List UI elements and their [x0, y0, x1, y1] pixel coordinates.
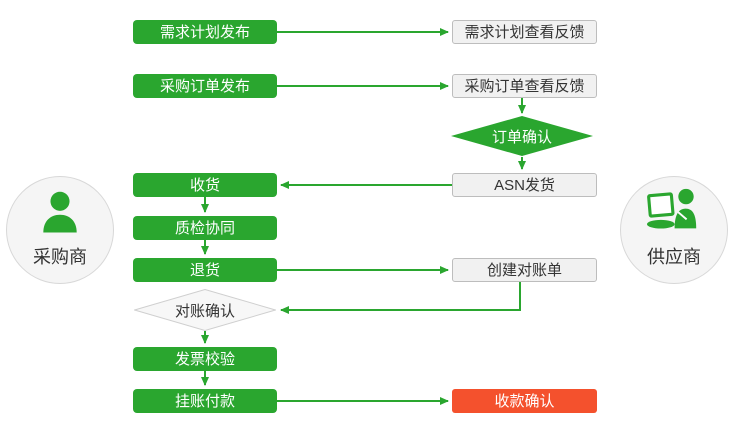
node-label: 收款确认: [494, 392, 555, 410]
node-invoice-verification: 发票校验: [133, 347, 277, 371]
node-label: 发票校验: [174, 350, 235, 368]
node-quality-inspection: 质检协同: [133, 216, 277, 240]
node-return-goods: 退货: [133, 258, 277, 282]
actor-supplier: 供应商: [620, 176, 728, 284]
node-label: ASN发货: [494, 176, 555, 194]
diamond-shape: [134, 289, 276, 331]
actor-supplier-label: 供应商: [647, 247, 701, 267]
node-reconciliation-confirm-decision: 对账确认: [134, 289, 276, 331]
node-label: 对账确认: [174, 302, 235, 320]
node-purchase-order-feedback: 采购订单查看反馈: [452, 74, 597, 98]
node-label: 采购订单查看反馈: [464, 77, 585, 95]
node-demand-plan-release: 需求计划发布: [133, 20, 277, 44]
node-purchase-order-release: 采购订单发布: [133, 74, 277, 98]
node-label: 需求计划查看反馈: [464, 23, 585, 41]
node-asn-shipping: ASN发货: [452, 173, 597, 197]
node-payment-on-account: 挂账付款: [133, 389, 277, 413]
node-label: 采购订单发布: [159, 77, 250, 95]
node-label: 创建对账单: [486, 261, 562, 279]
node-label: 质检协同: [174, 219, 235, 237]
actor-buyer-label: 采购商: [33, 247, 87, 267]
node-receive-goods: 收货: [133, 173, 277, 197]
node-demand-plan-feedback: 需求计划查看反馈: [452, 20, 597, 44]
node-create-statement: 创建对账单: [452, 258, 597, 282]
node-label: 收货: [189, 176, 220, 194]
node-order-confirm-decision: 订单确认: [451, 116, 593, 156]
node-label: 需求计划发布: [159, 23, 250, 41]
node-label: 订单确认: [491, 128, 552, 146]
diamond-shape: [451, 116, 593, 156]
connector-statement-to-reconciliation: [280, 282, 521, 314]
actor-buyer: 采购商: [6, 176, 114, 284]
node-label: 退货: [189, 261, 220, 279]
node-payment-receipt-confirm: 收款确认: [452, 389, 597, 413]
person-icon: [7, 187, 113, 239]
person-with-laptop-icon: [621, 187, 727, 235]
node-label: 挂账付款: [174, 392, 235, 410]
